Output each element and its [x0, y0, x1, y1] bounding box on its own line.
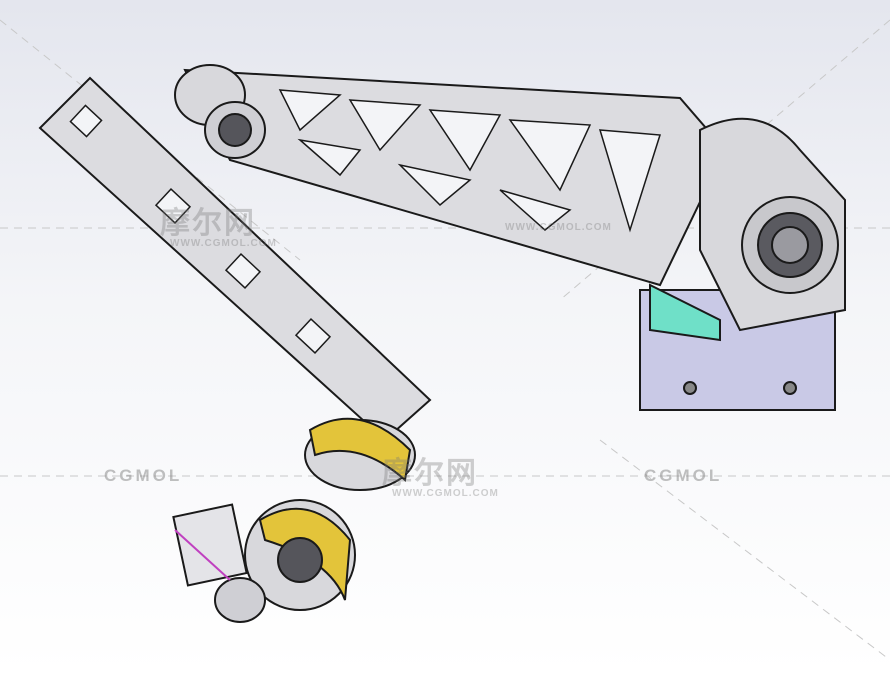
- watermark-cn-center: 摩尔网: [382, 456, 478, 491]
- watermark-url-center: WWW.CGMOL.COM: [392, 488, 499, 499]
- forearm-link: [38, 76, 432, 442]
- wrist-assembly: [172, 417, 416, 623]
- base-motor: [639, 117, 846, 411]
- watermark-cgmol-right: CGMOL: [644, 466, 723, 485]
- watermark-url-right: WWW.CGMOL.COM: [505, 222, 612, 233]
- shoulder-joint: [174, 64, 266, 159]
- watermark-cn-left: 摩尔网: [160, 206, 256, 241]
- watermark-url-left: WWW.CGMOL.COM: [170, 238, 277, 249]
- watermark-cgmol-left: CGMOL: [104, 466, 183, 485]
- upper-truss-arm: [183, 68, 727, 287]
